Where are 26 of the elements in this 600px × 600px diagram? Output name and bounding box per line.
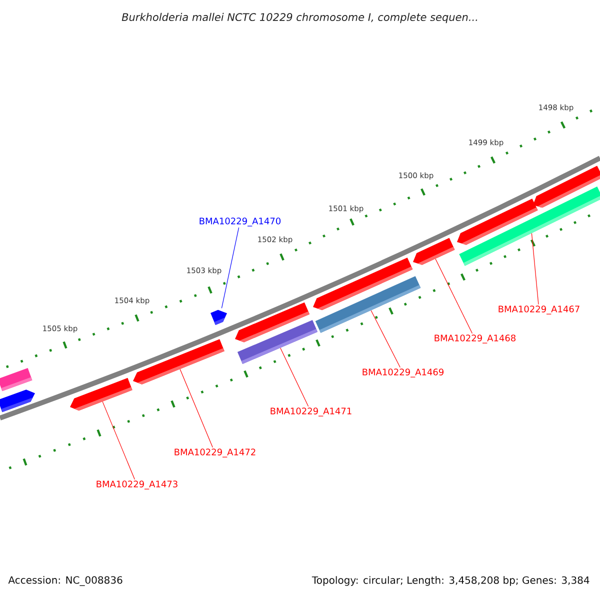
gene-label: BMA10229_A1470	[200, 218, 281, 226]
gene-feature	[210, 310, 227, 326]
gene-feature	[315, 276, 421, 333]
leader-line	[370, 310, 400, 368]
leader-line	[435, 258, 473, 334]
title: Burkholderia mallei NCTC 10229 chromosome I, complete sequen...	[122, 12, 478, 24]
gene-feature	[70, 378, 132, 411]
gene-feature	[237, 320, 318, 364]
footer-text: Accession: NC_008836	[8, 576, 122, 586]
leader-line	[280, 348, 309, 407]
leader-line	[531, 233, 539, 305]
gene-label: BMA10229_A1467	[498, 306, 580, 314]
gene-feature	[0, 368, 32, 392]
gene-label: BMA10229_A1473	[96, 480, 178, 490]
gene-label: BMA10229_A1469	[362, 368, 444, 378]
leader-line	[102, 401, 135, 480]
gene-label: BMA10229_A1472	[174, 448, 256, 458]
gene-feature	[0, 390, 35, 412]
footer-text: Topology: circular; Length: 3,458,208 bp; Genes: 3,384	[312, 576, 590, 586]
gene-label: BMA10229_A1468	[434, 334, 516, 344]
gene-feature	[413, 238, 455, 265]
leader-line	[221, 227, 240, 308]
gene-feature	[533, 166, 600, 208]
leader-line	[180, 368, 213, 448]
gene-feature	[133, 339, 224, 384]
gene-label: BMA10229_A1471	[270, 408, 352, 416]
